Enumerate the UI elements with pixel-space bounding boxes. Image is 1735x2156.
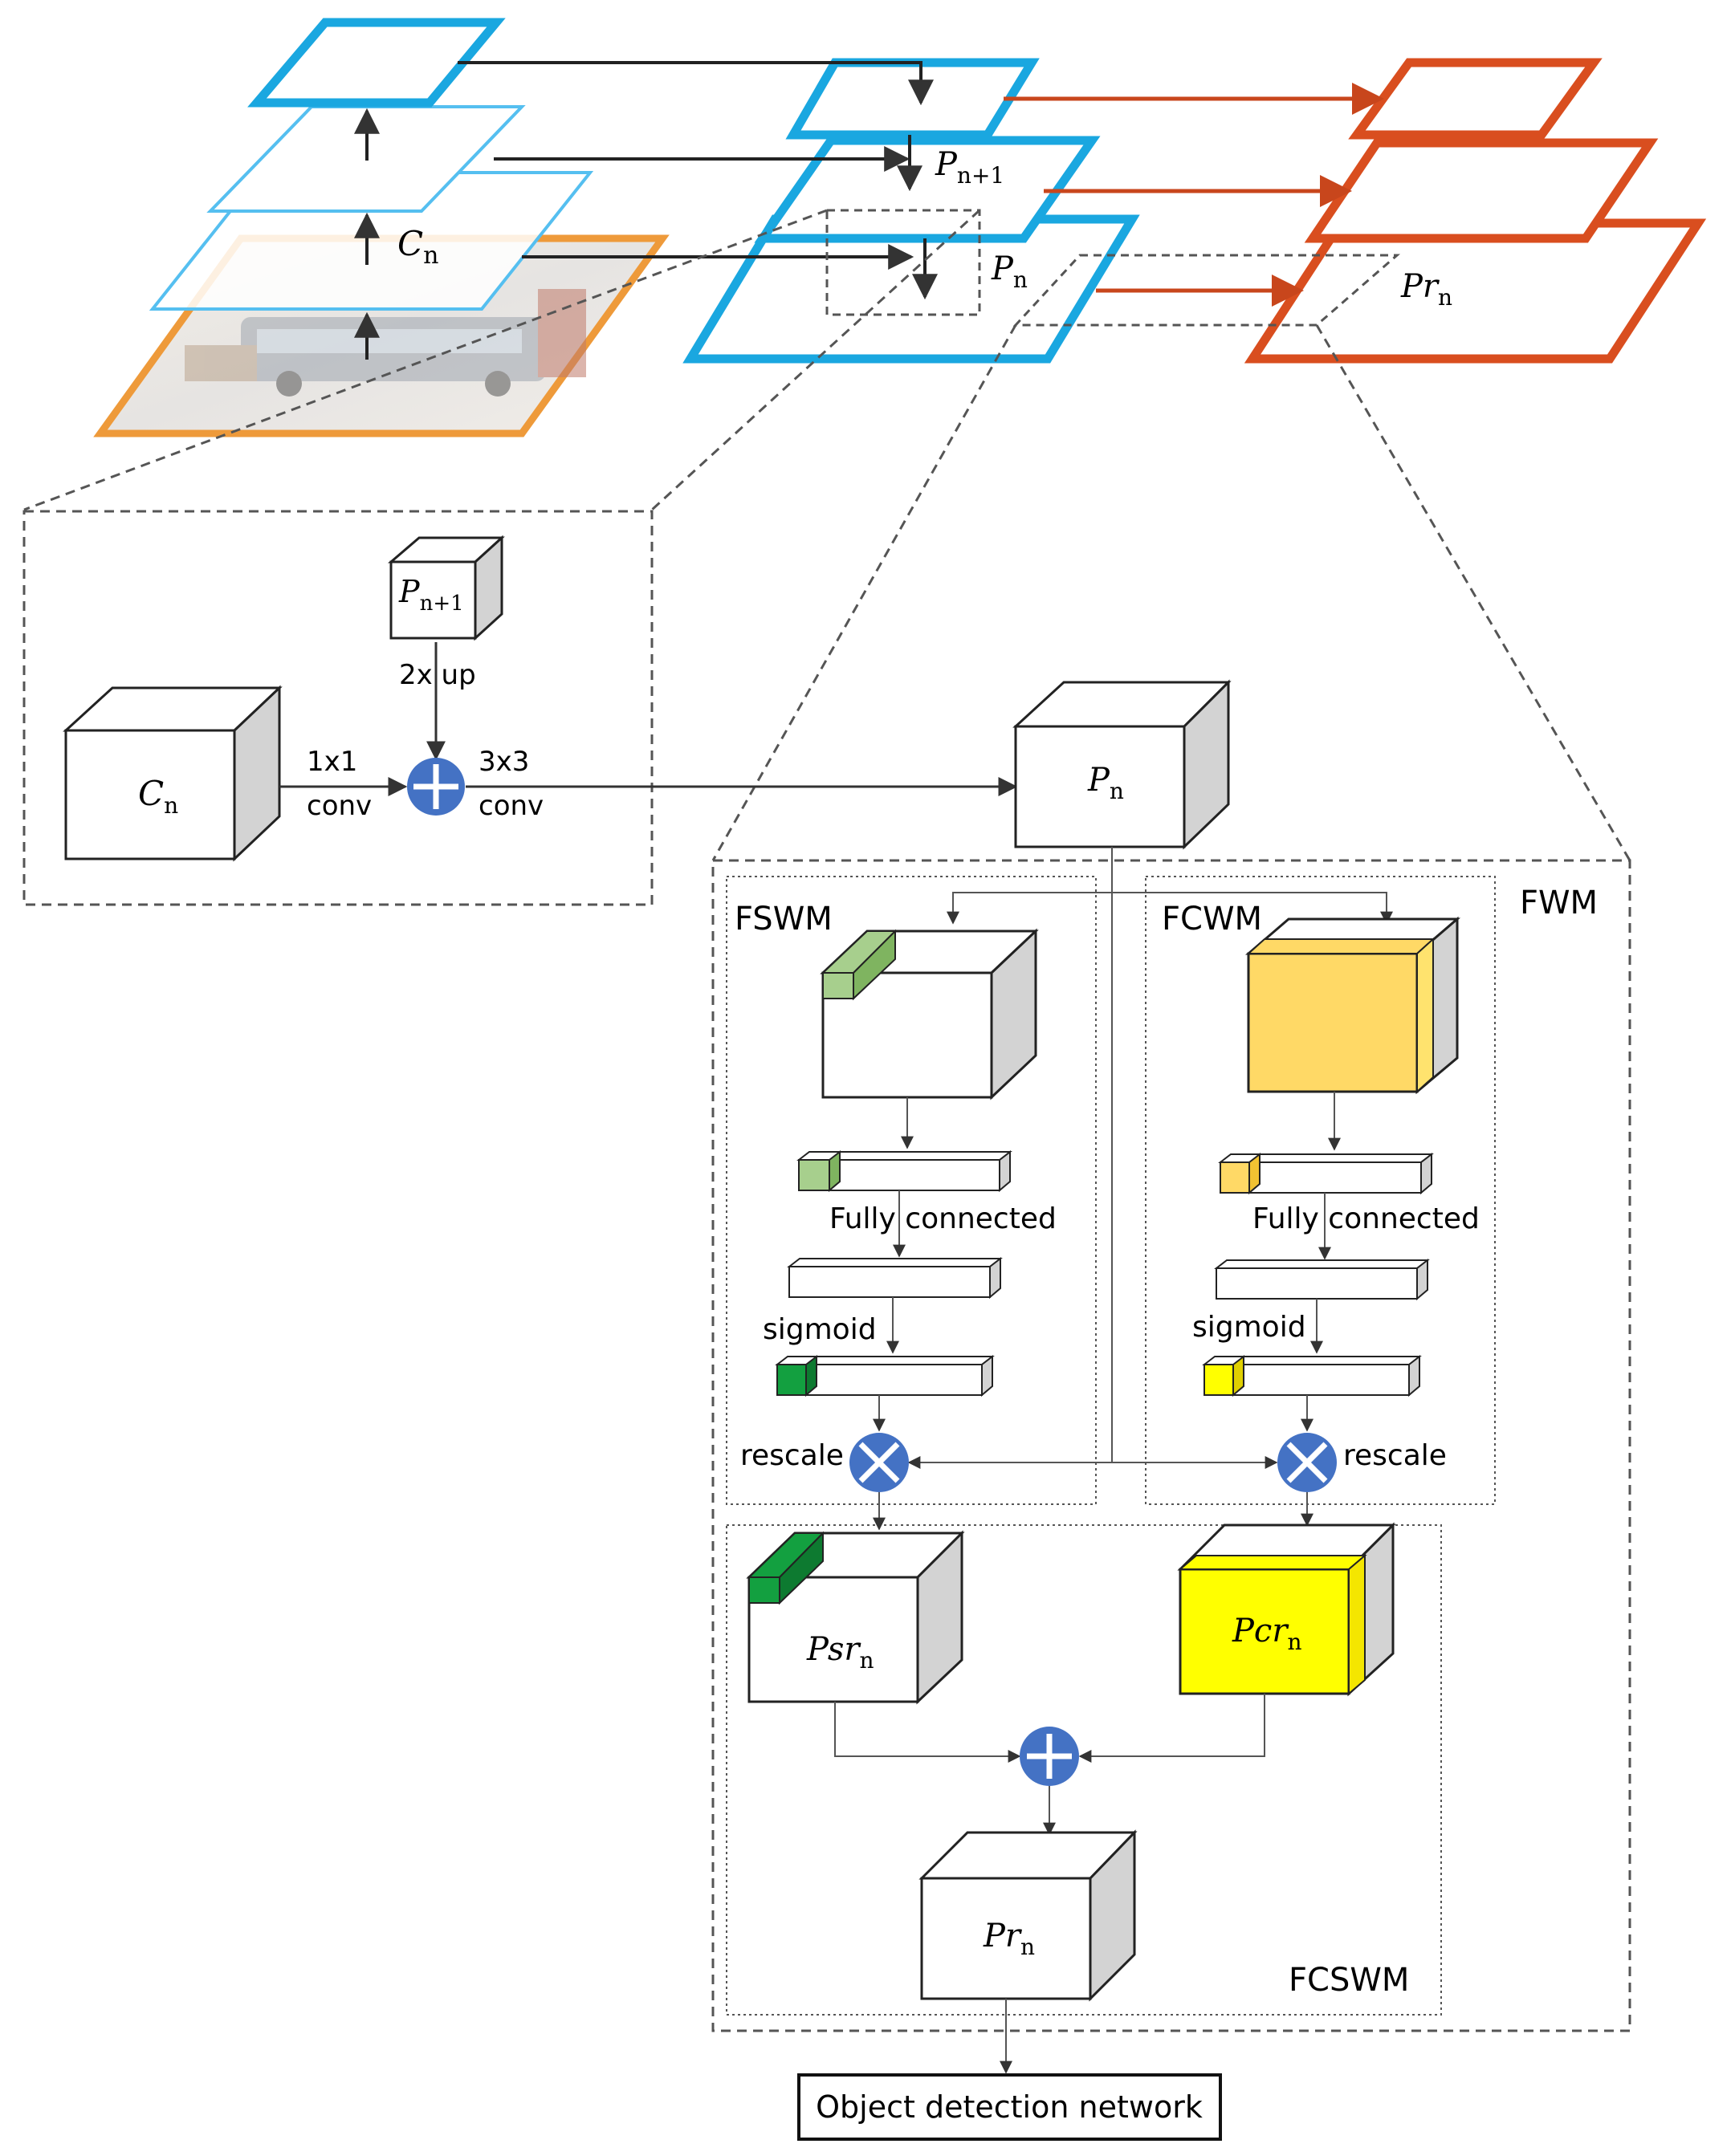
fswm-rescale-label: rescale: [740, 1439, 844, 1472]
bus-image-icon: [185, 289, 586, 397]
p-layer-middle: [754, 136, 1101, 243]
fswm-title: FSWM: [735, 901, 833, 938]
fcwm-pooled-vector: [1218, 1152, 1434, 1195]
fswm-sigmoid-label: sigmoid: [763, 1313, 877, 1346]
top-down-arrow: [458, 61, 934, 106]
fswm-fc-vector: [787, 1256, 1003, 1300]
object-detection-label: Object detection network: [816, 2089, 1203, 2125]
c-layer-label: Cn: [397, 224, 438, 270]
prn-output-cube: Prn: [918, 1829, 1138, 2002]
zoom-connector: [650, 209, 981, 511]
conv1x1-label-bottom: conv: [307, 790, 372, 822]
p-layer-top: [785, 58, 1040, 140]
fcwm-fc-vector: [1214, 1258, 1430, 1301]
fswm-weight-vector: [775, 1354, 995, 1397]
fswm-multiply-icon: [849, 1433, 909, 1492]
svg-text:Pn: Pn: [1087, 762, 1124, 804]
pr-layer-top: [1348, 58, 1603, 140]
elementwise-add-icon: [407, 758, 465, 816]
fwm-title: FWM: [1520, 885, 1598, 921]
pr-layer-middle: [1304, 138, 1659, 243]
c-layer-top: [247, 18, 506, 108]
p-label: Pn: [991, 250, 1028, 293]
fswm-pooled-vector: [796, 1149, 1012, 1193]
lateral-connection-box: [22, 510, 654, 906]
fcwm-box: [1145, 876, 1496, 1505]
upsample-label: 2x up: [399, 659, 476, 691]
fcswm-add-icon: [1020, 1727, 1079, 1786]
fcwm-weight-vector: [1202, 1354, 1422, 1397]
zoom-connector: [23, 209, 828, 511]
conv3x3-label-top: 3x3: [479, 746, 529, 778]
object-detection-box: [797, 2073, 1222, 2141]
pr-label: Prn: [1400, 268, 1452, 311]
psr-to-add-arrow: [834, 1702, 1021, 1763]
svg-text:Prn: Prn: [983, 1918, 1035, 1960]
lateral-zoom-box: [825, 209, 981, 316]
svg-text:Pcrn: Pcrn: [1232, 1613, 1301, 1655]
feature-pyramid: Cn Pn+1 Pn Prn: [93, 18, 1707, 437]
pn-to-fcwm-arrow: [1112, 892, 1393, 925]
fcwm-title: FCWM: [1162, 901, 1262, 938]
pn-cube: Pn: [1012, 679, 1232, 850]
conv1x1-label-top: 1x1: [307, 746, 357, 778]
fcwm-rescale-label: rescale: [1343, 1439, 1447, 1472]
svg-text:Psrn: Psrn: [806, 1631, 874, 1674]
fcswm-title: FCSWM: [1289, 1962, 1409, 1999]
pr-layer-bottom: [1244, 218, 1707, 364]
svg-text:Pn+1: Pn+1: [398, 574, 464, 616]
pn-to-fswm-arrow: [947, 892, 1112, 925]
conv3x3-label-bottom: conv: [479, 790, 544, 822]
cn-cube: Cn: [63, 685, 283, 862]
fswm-feature-cube: [820, 928, 1039, 1100]
pcr-to-add-arrow: [1078, 1694, 1265, 1763]
fswm-box: [726, 876, 1097, 1505]
fcwm-fc-label: Fully connected: [1252, 1202, 1480, 1235]
fcwm-sigmoid-label: sigmoid: [1192, 1311, 1306, 1344]
fswm-fc-label: Fully connected: [829, 1202, 1057, 1235]
p-layer-bottom: [682, 214, 1140, 364]
pn1-cube: Pn+1: [387, 535, 505, 641]
zoom-connector: [1315, 324, 1631, 861]
fcwm-multiply-icon: [1277, 1433, 1337, 1492]
p-top-label: Pn+1: [935, 146, 1004, 189]
psr-cube: Psrn: [746, 1530, 965, 1705]
fcwm-feature-cube: [1244, 916, 1461, 1095]
svg-text:Cn: Cn: [138, 774, 178, 819]
fwm-box: [711, 859, 1631, 2032]
fcswm-box: [726, 1524, 1442, 2016]
pcr-cube: Pcrn: [1177, 1522, 1396, 1697]
zoom-connector: [711, 324, 1017, 861]
